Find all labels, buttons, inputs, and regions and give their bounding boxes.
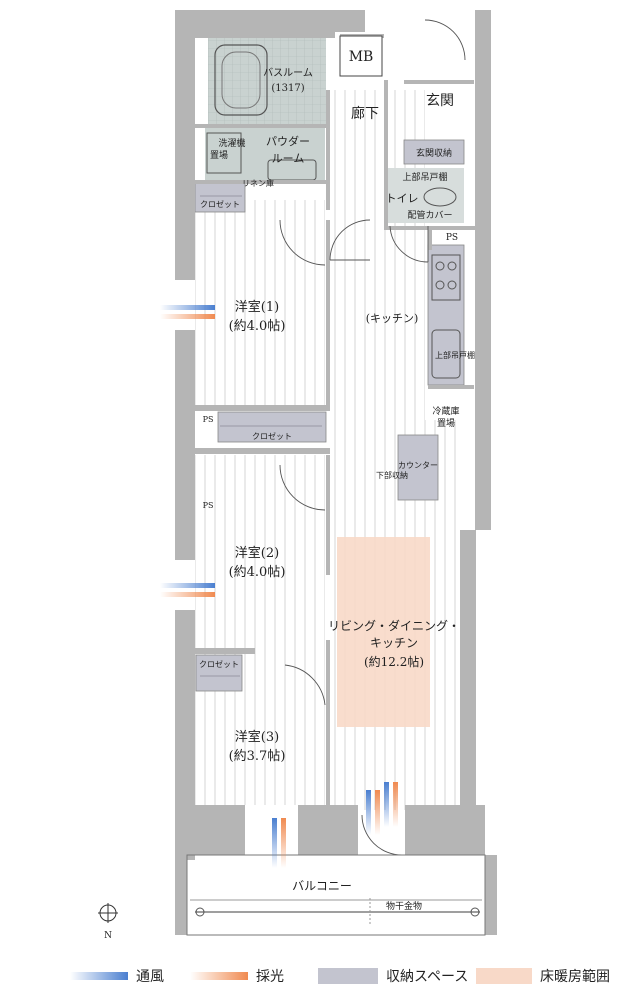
legend-storage-label: 収納スペース (386, 969, 469, 985)
closet-label-3: クロゼット (199, 659, 239, 669)
floor-heating-swatch (476, 968, 532, 984)
toilet-bowl (423, 187, 457, 207)
kitchen-upper-cabinet-label: 上部吊戸棚 (435, 350, 475, 360)
room2-name-label: 洋室(2) (235, 545, 279, 561)
fridge-label-2: 置場 (437, 417, 455, 429)
genkan-label: 玄関 (426, 92, 454, 109)
powder-room-label-2: ルーム (272, 152, 305, 165)
storage-hatching (200, 195, 322, 677)
mb-label: MB (349, 49, 374, 65)
legend-storage: 収納スペース (318, 966, 468, 986)
genkan-storage-label: 玄関収納 (416, 147, 452, 159)
kitchen-fixtures (431, 254, 461, 379)
powder-room-label-1: パウダー (266, 134, 310, 148)
counter-label: カウンター (398, 461, 438, 470)
upper-cabinet-label: 上部吊戸棚 (402, 171, 447, 183)
walls (175, 10, 497, 935)
mb-box (339, 35, 383, 77)
pipe-cover-label: 配管カバー (407, 209, 452, 221)
room1-name-label: 洋室(1) (235, 299, 279, 315)
balcony (186, 854, 486, 936)
bathtub-inner (221, 51, 261, 109)
storage-areas (194, 139, 465, 692)
north-compass-icon (98, 903, 118, 923)
ventilation-arrows (160, 305, 398, 868)
ldk-label-2: キッチン (370, 636, 418, 650)
ps-label-top: PS (446, 233, 458, 243)
legend-ventilation-label: 通風 (136, 969, 164, 985)
toilet-label: トイレ (386, 192, 419, 205)
ldk-label-1: リビング・ダイニング・ (328, 618, 460, 633)
room1-size-label: (約4.0帖) (229, 319, 286, 334)
bathtub (214, 44, 268, 116)
legend-daylight-label: 採光 (256, 969, 284, 985)
ps-label-room1: PS (203, 415, 214, 424)
ldk-size-label: (約12.2帖) (364, 654, 424, 669)
door-swings (279, 19, 466, 856)
corridor-label: 廊下 (351, 105, 379, 122)
closet-label-1: クロゼット (200, 199, 240, 209)
floor-heating-area (337, 537, 430, 727)
lower-storage-label: 下部収納 (376, 470, 408, 480)
legend: 通風 採光 収納スペース 床暖房範囲 (0, 960, 636, 994)
balcony-label: バルコニー (292, 879, 352, 893)
room3-name-label: 洋室(3) (235, 729, 279, 745)
clothes-pole-label: 物干金物 (386, 900, 422, 912)
room-labels: MB 玄関 玄関収納 バスルーム (1317) パウダー ルーム 洗濯機 置場 … (104, 49, 475, 941)
powder-room-area (205, 128, 325, 180)
legend-ventilation: 通風 (70, 966, 164, 986)
closet-label-2: クロゼット (252, 431, 292, 441)
legend-daylight: 採光 (190, 966, 284, 986)
room3-size-label: (約3.7帖) (229, 749, 286, 764)
legend-floor-heating: 床暖房範囲 (476, 966, 610, 986)
daylight-swatch (190, 972, 248, 980)
linen-label: リネン庫 (242, 178, 274, 188)
fridge-label-1: 冷蔵庫 (432, 405, 459, 417)
ventilation-swatch (70, 972, 128, 980)
washer-label-1: 洗濯機 (218, 137, 245, 149)
washer-label-2: 置場 (210, 149, 228, 161)
kitchen-label: (キッチン) (366, 312, 419, 325)
legend-floor-heating-label: 床暖房範囲 (540, 969, 610, 985)
north-label: N (104, 931, 112, 941)
washer-tray (206, 132, 242, 174)
room2-size-label: (約4.0帖) (229, 565, 286, 580)
ps-label-room2: PS (203, 501, 214, 510)
toilet-area (388, 168, 464, 223)
bathroom-label: バスルーム (263, 67, 313, 79)
storage-swatch (318, 968, 378, 984)
bathroom-size-label: (1317) (271, 83, 304, 94)
